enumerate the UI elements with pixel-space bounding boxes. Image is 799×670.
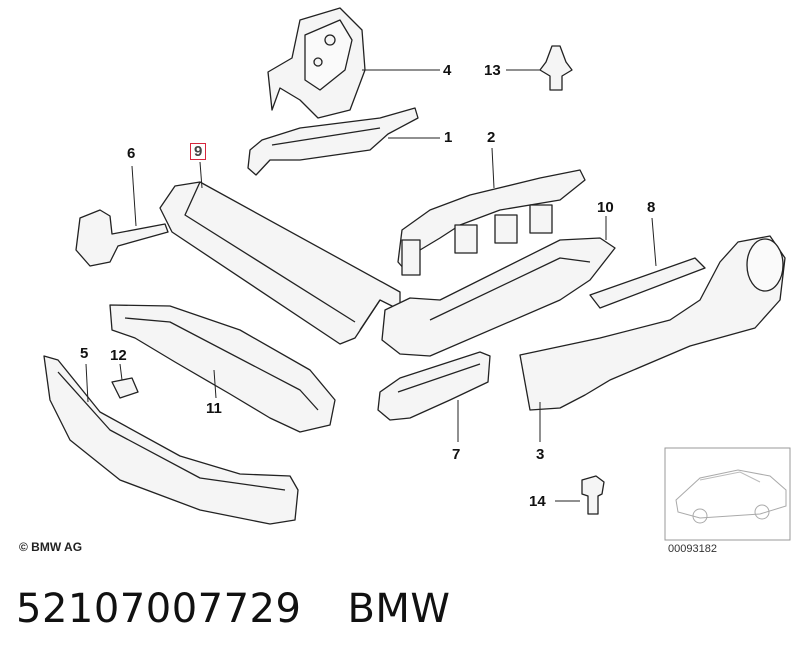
callout-14: 14 <box>529 493 546 510</box>
leader-5 <box>85 363 89 403</box>
vehicle-thumbnail <box>664 447 791 541</box>
copyright-text: © BMW AG <box>19 540 83 554</box>
callout-4: 4 <box>443 62 452 79</box>
part-9-trim-cover <box>159 181 401 345</box>
callout-11: 11 <box>206 400 222 417</box>
callout-12: 12 <box>110 347 127 364</box>
part-1-rail <box>247 107 419 176</box>
leader-9 <box>199 161 203 189</box>
callout-7: 7 <box>452 446 461 463</box>
callout-6: 6 <box>127 145 136 162</box>
part-7-bracket <box>377 351 491 421</box>
part-2-seat-rail <box>397 169 586 276</box>
part-11-panel <box>109 304 336 433</box>
callout-2: 2 <box>487 129 496 146</box>
part-5-strip <box>43 355 299 525</box>
part-10-side-trim <box>381 237 616 357</box>
part-8-strip <box>589 257 706 309</box>
thumbnail-code: 00093182 <box>668 543 717 555</box>
part-14-screw <box>581 475 605 515</box>
part-number: 52107007729 <box>16 586 302 632</box>
leader-12 <box>119 363 123 381</box>
leader-2 <box>491 147 495 189</box>
callout-10: 10 <box>597 199 614 216</box>
part-12-clip <box>111 377 139 399</box>
part-6-bracket <box>75 209 169 267</box>
part-13-push-pin <box>539 45 573 91</box>
part-4-bracket <box>267 7 366 119</box>
brand-name: BMW <box>347 586 451 632</box>
callout-5: 5 <box>80 345 89 362</box>
callout-9: 9 <box>190 143 207 160</box>
callout-1: 1 <box>444 129 453 146</box>
callout-3: 3 <box>536 446 545 463</box>
leader-8 <box>651 217 657 267</box>
footer-caption: 52107007729 BMW <box>16 586 450 632</box>
part-3-outer-cover <box>519 235 786 411</box>
leader-6 <box>131 165 137 227</box>
callout-8: 8 <box>647 199 656 216</box>
callout-13: 13 <box>484 62 501 79</box>
leader-11 <box>213 369 217 399</box>
